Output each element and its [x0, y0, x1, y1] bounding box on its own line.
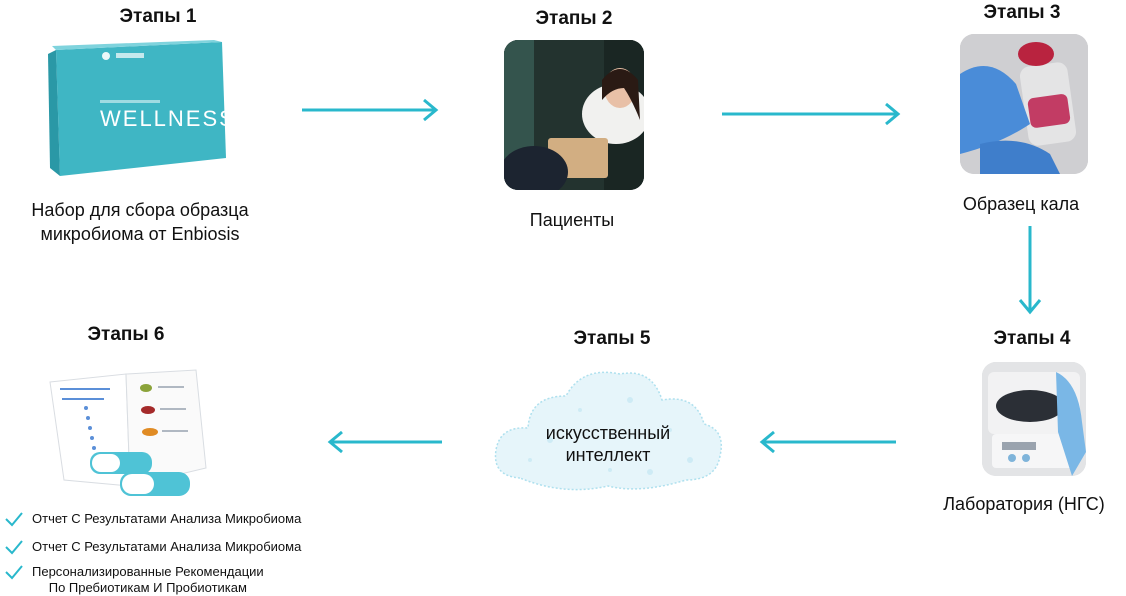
stool-sample-photo: [960, 34, 1088, 174]
stage-4-caption: Лаборатория (НГС): [926, 492, 1122, 516]
checklist-item-1: Отчет С Результатами Анализа Микробиома: [4, 511, 301, 527]
stage-2-caption-line-1: Пациенты: [529, 210, 615, 230]
stage-6-title: Этапы 6: [87, 324, 165, 345]
ai-cloud-line-1: искусственный: [545, 423, 671, 443]
ai-cloud-text: искусственный интеллект: [490, 422, 726, 466]
checkmark-icon: [5, 565, 23, 580]
stage-2-title: Этапы 2: [535, 8, 613, 29]
checklist-item-2: Отчет С Результатами Анализа Микробиома: [4, 539, 301, 555]
wellness-box-label: WELLNESS: [100, 106, 232, 131]
report-booklet-image: [46, 368, 210, 500]
checklist-item-2-text: Отчет С Результатами Анализа Микробиома: [32, 539, 302, 554]
stage-1-caption-line-1: Набор для сбора образца: [31, 200, 249, 220]
laboratory-centrifuge-photo: [982, 362, 1086, 476]
stage-1-caption-line-2: микробиома от Enbiosis: [40, 224, 240, 244]
checklist-item-3-line-2: По Пребиотикам И Пробиотикам: [48, 580, 247, 595]
stage-1-title: Этапы 1: [119, 6, 197, 27]
stage-4-title: Этапы 4: [993, 328, 1071, 349]
stage-3-caption: Образец кала: [930, 192, 1112, 216]
arrow-left-icon: [327, 430, 442, 454]
checklist-item-3-line-1: Персонализированные Рекомендации: [32, 564, 264, 579]
arrow-down-icon: [1018, 226, 1042, 315]
stage-3-title: Этапы 3: [983, 2, 1061, 23]
arrow-right-icon: [722, 102, 901, 126]
stage-5-title: Этапы 5: [573, 328, 651, 349]
checkmark-icon: [5, 512, 23, 527]
ai-cloud-line-2: интеллект: [565, 445, 651, 465]
arrow-right-icon: [302, 98, 439, 122]
ai-cloud: искусственный интеллект: [490, 360, 726, 500]
stage-4-caption-line-1: Лаборатория (НГС): [943, 494, 1105, 514]
stage-2-caption: Пациенты: [474, 208, 670, 232]
stage-1-caption: Набор для сбора образца микробиома от En…: [4, 198, 276, 246]
checkmark-icon: [5, 540, 23, 555]
checklist-item-3: Персонализированные Рекомендации По Преб…: [4, 564, 264, 596]
wellness-kit-box: WELLNESS: [46, 40, 234, 180]
arrow-left-icon: [759, 430, 896, 454]
checklist-item-1-text: Отчет С Результатами Анализа Микробиома: [32, 511, 302, 526]
patient-photo: [504, 40, 644, 190]
stage-3-caption-line-1: Образец кала: [962, 194, 1080, 214]
